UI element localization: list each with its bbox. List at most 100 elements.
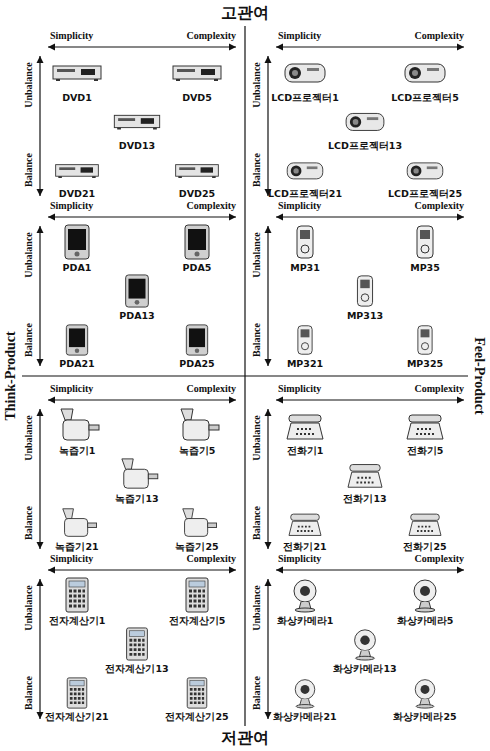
axis-title: Feel-Product bbox=[471, 337, 488, 415]
product-icon bbox=[127, 628, 148, 660]
axis-title: Think-Product bbox=[3, 331, 20, 420]
axis-title: 고관여 bbox=[221, 3, 269, 22]
product-icon bbox=[285, 64, 325, 82]
axis-label: Complexity bbox=[415, 383, 464, 395]
product-label: LCD프로젝터21 bbox=[268, 188, 342, 199]
product-label: PDA25 bbox=[179, 358, 214, 369]
product-icon bbox=[114, 115, 159, 129]
axis-arrow bbox=[39, 226, 40, 366]
product-icon bbox=[289, 514, 321, 535]
product-label: PDA5 bbox=[183, 262, 212, 273]
product-icon bbox=[186, 578, 208, 612]
axis-label: Complexity bbox=[187, 30, 236, 42]
product-label: DVD13 bbox=[119, 140, 155, 151]
axis-label: Complexity bbox=[187, 200, 236, 212]
axis-arrow bbox=[267, 579, 268, 719]
axis-label: Complexity bbox=[187, 383, 236, 395]
product-label: MP35 bbox=[410, 262, 440, 273]
quadrant-divider bbox=[22, 375, 468, 376]
product-label: DVD21 bbox=[59, 188, 95, 199]
product-icon bbox=[173, 66, 221, 81]
product-label: 전화기25 bbox=[403, 541, 446, 552]
axis-label: Simplicity bbox=[278, 383, 321, 395]
axis-label: Balance bbox=[23, 323, 35, 357]
product-label: MP321 bbox=[287, 358, 323, 369]
product-label: LCD프로젝터5 bbox=[391, 92, 459, 103]
axis-label: Complexity bbox=[415, 200, 464, 212]
product-label: MP313 bbox=[347, 310, 383, 321]
axis-label: Simplicity bbox=[278, 553, 321, 565]
axis-arrow bbox=[276, 216, 464, 217]
product-panel bbox=[40, 217, 236, 366]
product-icon bbox=[409, 514, 441, 535]
product-icon bbox=[63, 509, 97, 537]
axis-label: Unbalance bbox=[251, 232, 263, 278]
product-label: 화상카메라13 bbox=[333, 663, 396, 674]
product-panel bbox=[268, 570, 464, 719]
product-icon bbox=[287, 163, 323, 179]
axis-arrow bbox=[276, 399, 464, 400]
product-icon bbox=[295, 680, 315, 708]
product-label: 전자계산기5 bbox=[169, 615, 226, 626]
axis-arrow bbox=[267, 409, 268, 549]
axis-label: Simplicity bbox=[278, 200, 321, 212]
product-label: PDA21 bbox=[59, 358, 94, 369]
axis-arrow bbox=[39, 579, 40, 719]
axis-arrow bbox=[267, 56, 268, 196]
product-icon bbox=[297, 226, 313, 258]
product-label: MP325 bbox=[407, 358, 443, 369]
product-label: 화상카메라21 bbox=[273, 711, 336, 722]
product-label: 전자계산기25 bbox=[165, 711, 228, 722]
axis-label: Complexity bbox=[415, 30, 464, 42]
product-icon bbox=[407, 415, 443, 439]
axis-label: Simplicity bbox=[50, 383, 93, 395]
axis-label: Unbalance bbox=[251, 62, 263, 108]
product-icon bbox=[405, 64, 445, 82]
product-icon bbox=[298, 326, 312, 354]
product-label: 전화기5 bbox=[407, 445, 444, 456]
product-label: DVD25 bbox=[179, 188, 215, 199]
axis-arrow bbox=[48, 46, 236, 47]
product-label: 전자계산기13 bbox=[105, 663, 168, 674]
axis-arrow bbox=[48, 216, 236, 217]
product-panel bbox=[40, 570, 236, 719]
axis-label: Complexity bbox=[415, 553, 464, 565]
axis-arrow bbox=[48, 399, 236, 400]
product-label: MP31 bbox=[290, 262, 320, 273]
product-panel bbox=[40, 47, 236, 196]
product-icon bbox=[122, 459, 158, 488]
product-icon bbox=[61, 409, 99, 440]
product-icon bbox=[181, 409, 219, 440]
product-label: 전화기13 bbox=[343, 493, 386, 504]
axis-arrow bbox=[39, 56, 40, 196]
product-icon bbox=[417, 226, 433, 258]
axis-label: Complexity bbox=[187, 553, 236, 565]
axis-label: Balance bbox=[23, 676, 35, 710]
product-label: DVD1 bbox=[62, 92, 92, 103]
product-icon bbox=[126, 275, 149, 307]
product-label: 녹즙기21 bbox=[55, 541, 98, 552]
product-panel bbox=[268, 400, 464, 549]
product-label: LCD프로젝터1 bbox=[271, 92, 339, 103]
product-label: DVD5 bbox=[182, 92, 212, 103]
product-icon bbox=[67, 678, 87, 708]
product-label: PDA1 bbox=[63, 262, 92, 273]
product-icon bbox=[418, 326, 432, 354]
product-panel bbox=[268, 47, 464, 196]
axis-label: Unbalance bbox=[23, 415, 35, 461]
product-icon bbox=[56, 165, 99, 178]
product-icon bbox=[185, 225, 209, 259]
product-icon bbox=[355, 630, 376, 660]
product-panel bbox=[40, 400, 236, 549]
axis-label: Simplicity bbox=[50, 200, 93, 212]
axis-label: Balance bbox=[251, 676, 263, 710]
axis-label: Unbalance bbox=[251, 415, 263, 461]
product-icon bbox=[287, 415, 323, 439]
product-icon bbox=[187, 678, 207, 708]
axis-label: Unbalance bbox=[23, 62, 35, 108]
product-label: 녹즙기5 bbox=[179, 445, 216, 456]
axis-label: Balance bbox=[251, 323, 263, 357]
axis-label: Unbalance bbox=[23, 232, 35, 278]
